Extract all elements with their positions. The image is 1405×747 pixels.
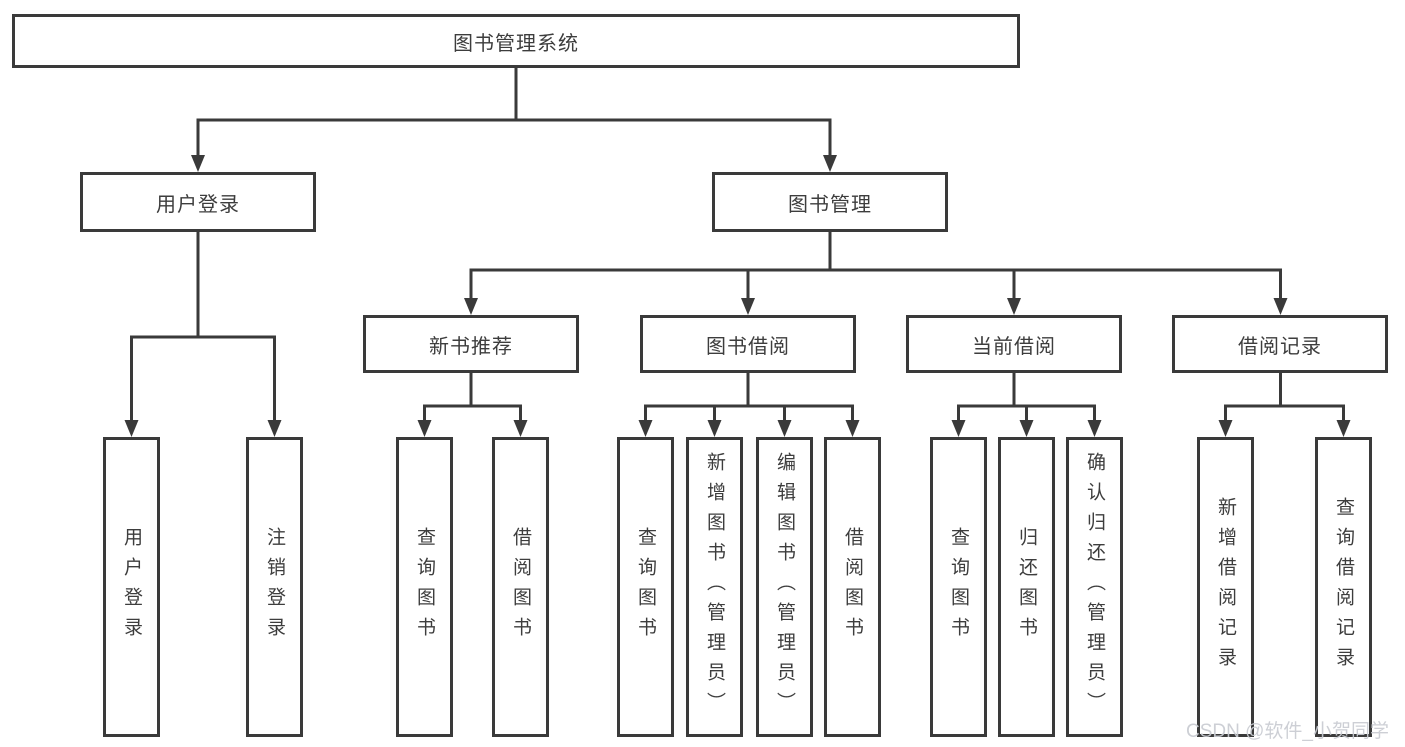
node-book-borrow-label: 图书借阅 — [706, 335, 790, 358]
leaf-logout: 注销登录 — [246, 437, 303, 737]
node-user-login: 用户登录 — [80, 172, 316, 232]
leaf-confirm-return-admin: 确认归还（管理员） — [1066, 437, 1123, 737]
leaf-add-book-admin-label: 新增图书（管理员） — [704, 452, 725, 722]
leaf-query-books-borrow-label: 查询图书 — [635, 527, 656, 647]
node-root-system-label: 图书管理系统 — [453, 32, 579, 55]
watermark: CSDN @软件_小贺同学 — [1186, 721, 1389, 742]
leaf-query-borrow-record-label: 查询借阅记录 — [1333, 497, 1354, 677]
node-book-management: 图书管理 — [712, 172, 948, 232]
leaf-add-borrow-record-label: 新增借阅记录 — [1215, 497, 1236, 677]
leaf-borrow-books: 借阅图书 — [824, 437, 881, 737]
leaf-logout-label: 注销登录 — [264, 527, 285, 647]
leaf-add-borrow-record: 新增借阅记录 — [1197, 437, 1254, 737]
leaf-return-book: 归还图书 — [998, 437, 1055, 737]
leaf-query-books-recommend-label: 查询图书 — [414, 527, 435, 647]
node-borrow-records: 借阅记录 — [1172, 315, 1388, 373]
leaf-query-books-recommend: 查询图书 — [396, 437, 453, 737]
leaf-borrow-books-label: 借阅图书 — [842, 527, 863, 647]
leaf-borrow-books-recommend-label: 借阅图书 — [510, 527, 531, 647]
node-current-borrow-label: 当前借阅 — [972, 335, 1056, 358]
node-borrow-records-label: 借阅记录 — [1238, 335, 1322, 358]
leaf-query-books-current: 查询图书 — [930, 437, 987, 737]
leaf-borrow-books-recommend: 借阅图书 — [492, 437, 549, 737]
leaf-edit-book-admin: 编辑图书（管理员） — [756, 437, 813, 737]
node-user-login-label: 用户登录 — [156, 193, 240, 216]
node-new-book-recommend: 新书推荐 — [363, 315, 579, 373]
leaf-query-books-current-label: 查询图书 — [948, 527, 969, 647]
leaf-confirm-return-admin-label: 确认归还（管理员） — [1084, 452, 1105, 722]
node-new-book-recommend-label: 新书推荐 — [429, 335, 513, 358]
leaf-query-books-borrow: 查询图书 — [617, 437, 674, 737]
node-book-management-label: 图书管理 — [788, 193, 872, 216]
leaf-return-book-label: 归还图书 — [1016, 527, 1037, 647]
leaf-query-borrow-record: 查询借阅记录 — [1315, 437, 1372, 737]
leaf-user-login-label: 用户登录 — [121, 527, 142, 647]
node-root-system: 图书管理系统 — [12, 14, 1020, 68]
node-current-borrow: 当前借阅 — [906, 315, 1122, 373]
leaf-user-login: 用户登录 — [103, 437, 160, 737]
leaf-edit-book-admin-label: 编辑图书（管理员） — [774, 452, 795, 722]
node-book-borrow: 图书借阅 — [640, 315, 856, 373]
leaf-add-book-admin: 新增图书（管理员） — [686, 437, 743, 737]
